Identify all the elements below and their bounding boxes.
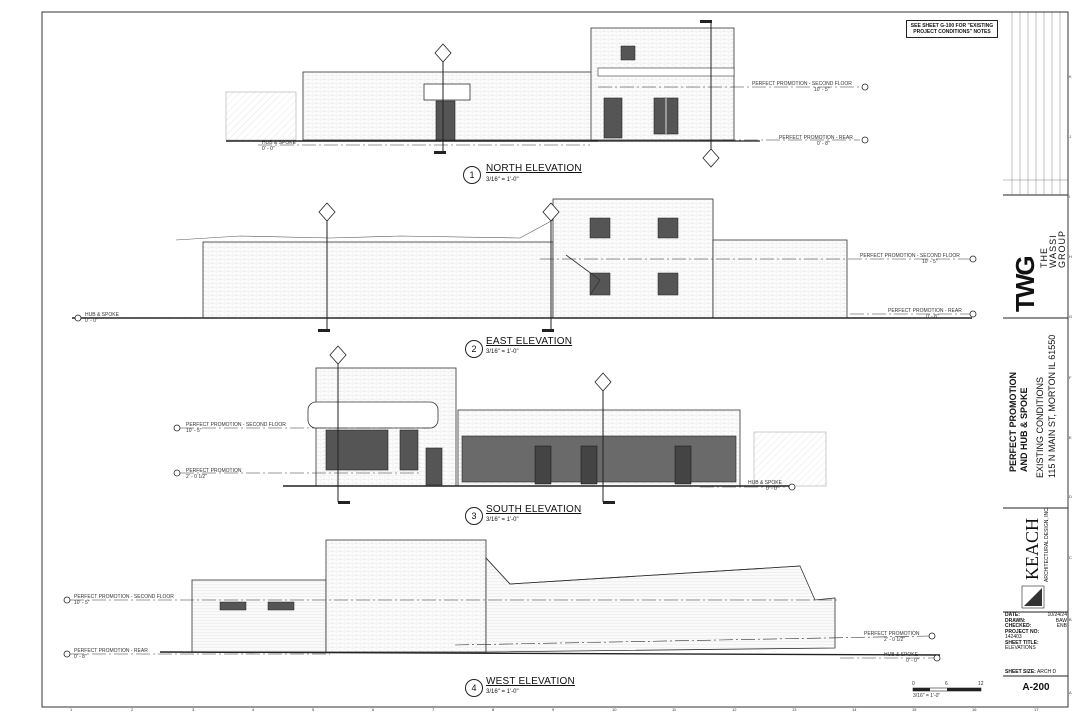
scale-bar: [912, 687, 982, 692]
east-elevation-title: EAST ELEVATION: [486, 336, 573, 347]
west-elevation: [63, 539, 941, 662]
north-elevation-title: NORTH ELEVATION: [486, 163, 582, 174]
south-elevation-scale: 3/16" = 1'-0": [486, 517, 519, 523]
elevation-number-1: 1: [463, 166, 481, 184]
north-elevation: [225, 20, 869, 168]
elevation-number-3: 3: [465, 507, 483, 525]
scale-tick-0: 0: [912, 681, 915, 687]
south-elevation: [173, 345, 827, 504]
general-note: SEE SHEET G-100 FOR "EXISTING PROJECT CO…: [906, 20, 998, 38]
scale-tick-6: 6: [945, 681, 948, 687]
north-elevation-scale: 3/16" = 1'-0": [486, 177, 519, 183]
firm-logo: TWG: [1010, 257, 1040, 312]
sheet-info: DATE: 10/24/24 DRAWN: BAW CHECKED: ENB P…: [1005, 612, 1067, 651]
elevation-number-4: 4: [465, 679, 483, 697]
architect-logo: KEACH: [1022, 518, 1042, 580]
scale-tick-12: 12: [978, 681, 984, 687]
scale-bar-label: 3/16" = 1'-0": [913, 693, 941, 699]
west-elevation-scale: 3/16" = 1'-0": [486, 689, 519, 695]
south-elevation-title: SOUTH ELEVATION: [486, 504, 582, 515]
east-elevation-scale: 3/16" = 1'-0": [486, 349, 519, 355]
west-elevation-title: WEST ELEVATION: [486, 676, 575, 687]
sheet-number: A-200: [1022, 682, 1050, 693]
east-elevation: [72, 198, 977, 332]
title-block-lines: [1003, 12, 1068, 677]
elevation-number-2: 2: [465, 340, 483, 358]
architect-subtitle: ARCHITECTURAL DESIGN, INC.: [1044, 506, 1050, 582]
sheet-size: SHEET SIZE: ARCH D: [1005, 669, 1057, 675]
